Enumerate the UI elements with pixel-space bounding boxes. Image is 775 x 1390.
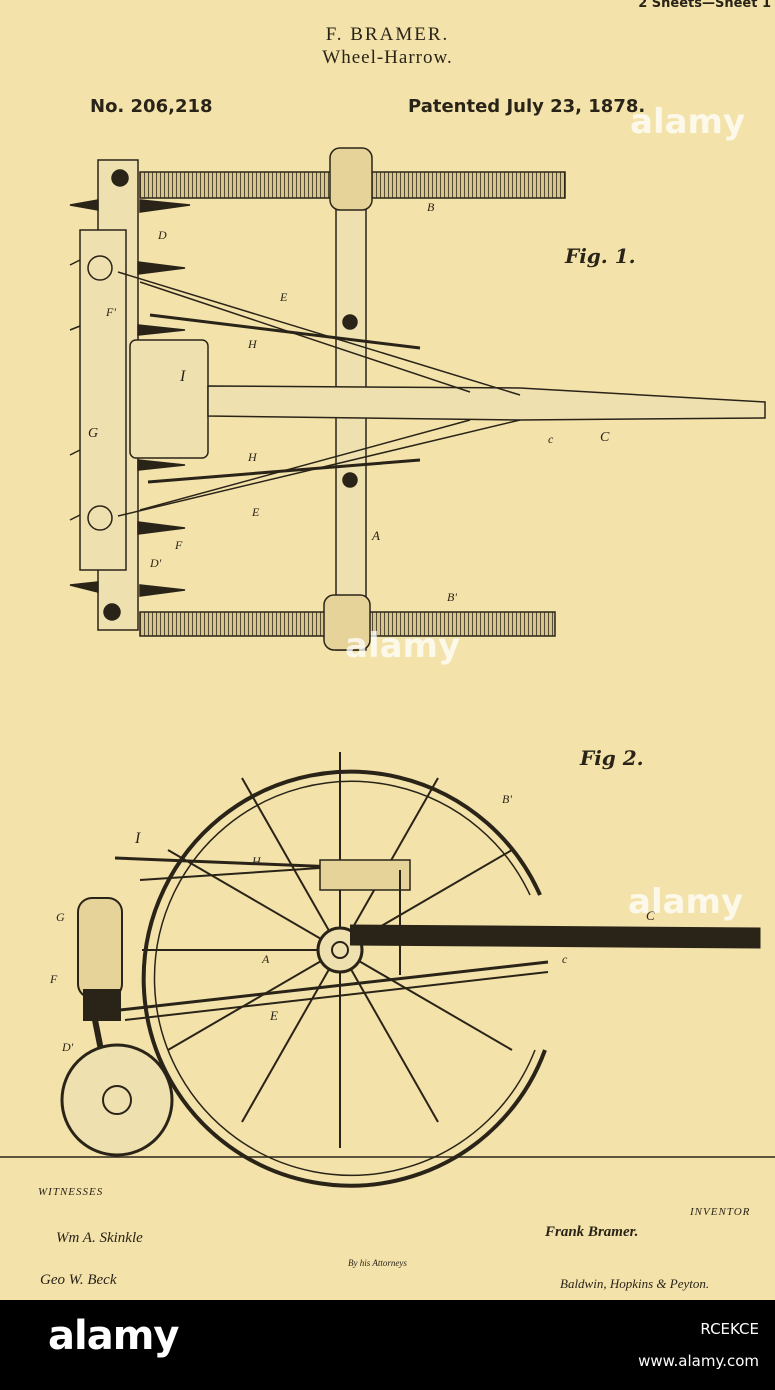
fig1-drawing [70, 148, 765, 650]
attorneys-signature: Baldwin, Hopkins & Peyton. [560, 1276, 709, 1292]
watermark-middle: alamy [345, 626, 460, 666]
label-e-top: E [280, 290, 287, 305]
label-i: I [180, 368, 185, 386]
fig2-drawing [0, 752, 775, 1186]
label-fig2-i: I [135, 830, 140, 848]
inventor-label: INVENTOR [690, 1206, 750, 1218]
witness-2-signature: Geo W. Beck [40, 1272, 117, 1289]
label-d-prime: D' [150, 556, 161, 571]
pole-c [208, 386, 765, 420]
fig1-label: Fig. 1. [565, 244, 636, 268]
label-b-prime: B' [447, 590, 457, 605]
label-c-small: c [548, 432, 553, 447]
label-a: A [372, 528, 380, 544]
caster-wheel [62, 1045, 172, 1155]
site-url[interactable]: www.alamy.com [638, 1352, 759, 1370]
seat-i [130, 340, 208, 458]
watermark-top: alamy [630, 102, 745, 142]
inventor-signature: Frank Bramer. [545, 1224, 638, 1241]
attorneys-line: By his Attorneys [348, 1258, 407, 1268]
label-fig2-f: F [50, 972, 57, 987]
hub-top [330, 148, 372, 210]
label-e-bottom: E [252, 505, 259, 520]
post-f [78, 898, 122, 998]
witness-1-signature: Wm A. Skinkle [56, 1230, 143, 1247]
label-d: D [158, 228, 167, 243]
frame-bar-inner [80, 230, 126, 570]
label-h-bottom: H [248, 450, 257, 465]
label-fig2-e: E [270, 1008, 278, 1024]
witnesses-label: WITNESSES [38, 1186, 103, 1198]
label-c: C [600, 430, 609, 446]
label-fig2-g: G [56, 910, 65, 925]
label-g: G [88, 426, 98, 442]
label-b: B [427, 200, 434, 215]
watermark-right: alamy [628, 882, 743, 922]
label-h-top: H [248, 337, 257, 352]
label-fig2-h: H [252, 854, 261, 869]
label-f-prime: F' [106, 305, 116, 320]
fig2-label: Fig 2. [580, 746, 644, 770]
label-fig2-c-small: c [562, 952, 567, 967]
label-f: F [175, 538, 182, 553]
image-id: RCEKCE [700, 1320, 759, 1338]
label-fig2-a: A [262, 952, 269, 967]
label-fig2-d-prime: D' [62, 1040, 73, 1055]
label-fig2-b-prime: B' [502, 792, 512, 807]
alamy-logo: alamy [48, 1313, 178, 1359]
patent-sheet: 2 Sheets—Sheet 1 F. BRAMER. Wheel-Harrow… [0, 0, 775, 1300]
